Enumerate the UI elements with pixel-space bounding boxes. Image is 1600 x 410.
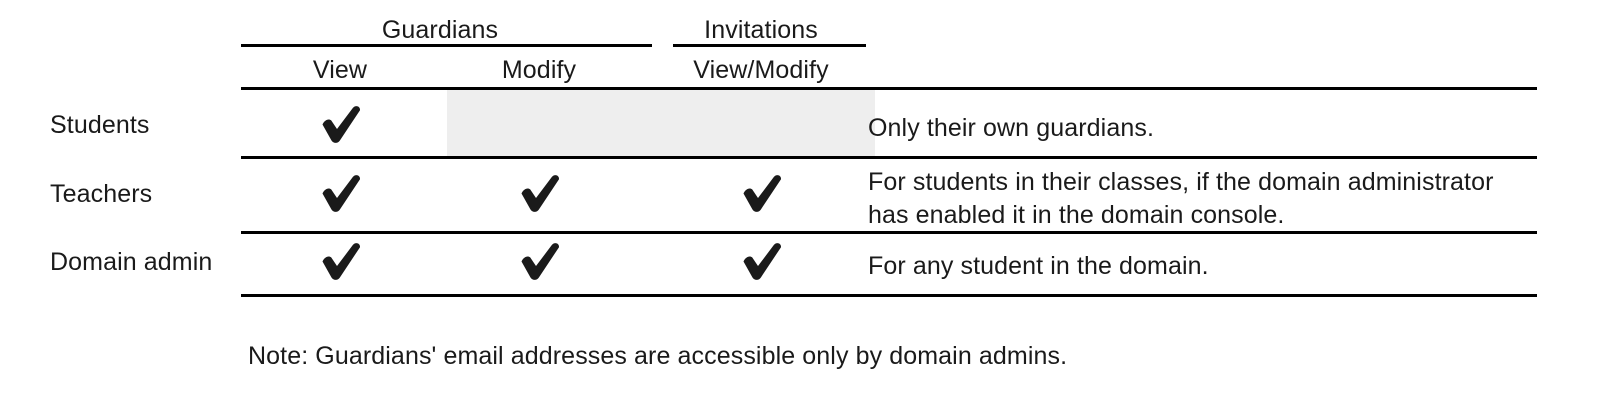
column-group-label-invitations: Invitations	[704, 16, 818, 44]
row-notes-teachers-line-1: For students in their classes, if the do…	[868, 168, 1494, 196]
check-icon-domain-admin-guardians-modify	[516, 241, 562, 283]
row-rule-after-students	[241, 156, 1537, 159]
column-group-label-guardians: Guardians	[381, 16, 499, 44]
row-notes-teachers: For students in their classes, if the do…	[868, 166, 1548, 231]
row-notes-teachers-line-2: has enabled it in the domain console.	[868, 200, 1285, 229]
row-notes-domain-admin: For any student in the domain.	[868, 250, 1528, 283]
check-icon-students-guardians-view	[317, 104, 363, 146]
group-rule-guardians	[241, 44, 652, 47]
row-label-students: Students	[50, 111, 150, 139]
group-rule-invitations	[673, 44, 866, 47]
row-notes-domain-admin-line-1: For any student in the domain.	[868, 252, 1209, 280]
footnote-text: Note: Guardians' email addresses are acc…	[248, 342, 1068, 370]
row-label-teachers: Teachers	[50, 180, 153, 208]
row-notes-students-line-1: Only their own guardians.	[868, 114, 1154, 142]
row-rule-after-teachers	[241, 231, 1537, 234]
check-icon-teachers-invitations-view-modify	[738, 173, 784, 215]
check-icon-teachers-guardians-view	[317, 173, 363, 215]
check-icon-domain-admin-invitations-view-modify	[738, 241, 784, 283]
column-header-view: View	[312, 56, 368, 84]
table-bottom-rule	[241, 294, 1537, 297]
check-icon-teachers-guardians-modify	[516, 173, 562, 215]
column-header-view-modify: View/Modify	[693, 56, 829, 84]
cell-shade-students-modify-invitations	[447, 90, 875, 156]
row-notes-students: Only their own guardians.	[868, 112, 1528, 145]
row-label-domain-admin: Domain admin	[50, 248, 213, 276]
check-icon-domain-admin-guardians-view	[317, 241, 363, 283]
table-top-rule	[241, 87, 1537, 90]
column-header-modify: Modify	[501, 56, 577, 84]
